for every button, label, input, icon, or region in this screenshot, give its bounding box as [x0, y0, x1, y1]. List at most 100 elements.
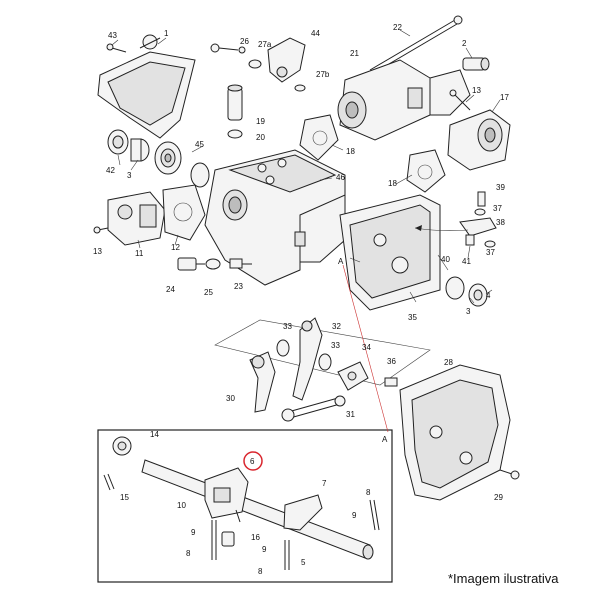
- fork-10: [204, 467, 249, 519]
- callout-2: 2: [462, 39, 467, 48]
- detail-box-a: [97, 429, 393, 583]
- callout-18b: 18: [388, 179, 397, 188]
- callout-17: 17: [500, 93, 509, 102]
- callout-11: 11: [135, 249, 144, 258]
- bolt-36: [384, 377, 398, 387]
- callout-14: 14: [150, 430, 159, 439]
- callout-9c: 9: [352, 511, 357, 520]
- caption-illustrative: *Imagem ilustrativa: [448, 571, 559, 586]
- callout-10: 10: [177, 501, 186, 510]
- plug-16: [221, 531, 235, 547]
- detail-pointer: [342, 264, 389, 433]
- callout-25: 25: [204, 288, 213, 297]
- washer-25: [205, 258, 221, 270]
- gasket-18-upper: [299, 114, 339, 161]
- seal-42: [107, 129, 129, 155]
- callout-15: 15: [120, 493, 129, 502]
- assembly-arrowhead: [415, 225, 422, 231]
- bolt-43: [106, 43, 127, 53]
- washer-20: [227, 129, 243, 139]
- callout-13a: 13: [93, 247, 102, 256]
- bolt-39: [477, 191, 486, 207]
- bushing-33-upper: [276, 339, 290, 357]
- bolt-26: [210, 43, 246, 54]
- washer-37-lower: [484, 240, 496, 248]
- washer-27b: [294, 84, 306, 92]
- callout-19: 19: [256, 117, 265, 126]
- bracket-34: [337, 361, 369, 391]
- part-cover-1: [97, 34, 196, 139]
- washer-14: [112, 436, 132, 456]
- callout-labels: 1 2 3 3 4 5 6 7 8 8 8 9 9 9 10 11 12 13 …: [93, 23, 509, 576]
- sensor-24: [177, 257, 205, 271]
- callout-20: 20: [256, 133, 265, 142]
- rod-31: [281, 395, 346, 422]
- callout-18a: 18: [346, 147, 355, 156]
- selector-housing-35: [339, 194, 441, 311]
- callout-38: 38: [496, 218, 505, 227]
- callout-23: 23: [234, 282, 243, 291]
- lever-32: [292, 317, 323, 401]
- bracket-44: [267, 37, 306, 83]
- callout-33a: 33: [283, 322, 292, 331]
- callout-9b: 9: [262, 545, 267, 554]
- bolt-13-left: [93, 226, 109, 234]
- callout-43: 43: [108, 31, 117, 40]
- bolt-41: [465, 234, 475, 246]
- callout-36: 36: [387, 357, 396, 366]
- callout-46: 46: [336, 173, 345, 182]
- seal-4: [468, 283, 488, 307]
- callout-41: 41: [462, 257, 471, 266]
- highlight-circle-6: [243, 451, 263, 471]
- lever-38: [459, 217, 497, 237]
- callout-21: 21: [350, 49, 359, 58]
- callout-22: 22: [393, 23, 402, 32]
- bushing-33-lower: [318, 353, 332, 371]
- callout-44: 44: [311, 29, 320, 38]
- callout-5: 5: [301, 558, 306, 567]
- callout-40: 40: [441, 255, 450, 264]
- callout-42: 42: [106, 166, 115, 175]
- lever-30: [249, 351, 276, 413]
- callout-7: 7: [322, 479, 327, 488]
- callout-6: 6: [250, 457, 255, 466]
- callout-8c: 8: [258, 567, 263, 576]
- callout-4: 4: [486, 291, 491, 300]
- callout-1: 1: [164, 29, 169, 38]
- callout-27a: 27a: [258, 40, 272, 49]
- callout-28: 28: [444, 358, 453, 367]
- callout-35: 35: [408, 313, 417, 322]
- detail-letter-box: A: [382, 435, 388, 444]
- actuator-21: [337, 59, 471, 141]
- fork-7: [283, 494, 323, 531]
- callout-31: 31: [346, 410, 355, 419]
- callout-13b: 13: [472, 86, 481, 95]
- detail-letter-top: A: [338, 257, 344, 266]
- callout-37a: 37: [493, 204, 502, 213]
- shift-shaft-5: [141, 459, 374, 560]
- callout-34: 34: [362, 343, 371, 352]
- callout-3a: 3: [127, 171, 132, 180]
- housing-17: [447, 109, 511, 171]
- cover-28: [399, 364, 511, 501]
- bolt-29: [499, 469, 520, 480]
- plug-19: [227, 84, 243, 121]
- washer-37-upper: [474, 208, 486, 216]
- bushing-40: [445, 276, 465, 300]
- callout-9a: 9: [191, 528, 196, 537]
- cap-2: [462, 57, 490, 71]
- callout-29: 29: [494, 493, 503, 502]
- callout-26: 26: [240, 37, 249, 46]
- callout-45: 45: [195, 140, 204, 149]
- callout-16: 16: [251, 533, 260, 542]
- callout-30: 30: [226, 394, 235, 403]
- callout-39: 39: [496, 183, 505, 192]
- callout-8b: 8: [186, 549, 191, 558]
- callout-37b: 37: [486, 248, 495, 257]
- pins-8-9: [211, 499, 380, 570]
- gasket-12: [162, 184, 206, 241]
- cover-11: [107, 191, 166, 246]
- gasket-18-lower: [406, 149, 446, 193]
- bolt-13-right: [449, 89, 471, 111]
